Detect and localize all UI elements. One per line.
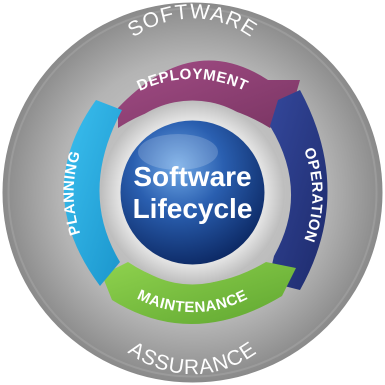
phase-segment-operation (268, 90, 328, 290)
center-sphere (120, 120, 265, 265)
phase-segment-planning (63, 100, 122, 286)
phase-segment-deployment (118, 60, 300, 128)
phase-segment-maintenance (102, 262, 296, 325)
center-title-line1: Software (133, 161, 251, 192)
center-title-line2: Lifecycle (133, 193, 253, 224)
